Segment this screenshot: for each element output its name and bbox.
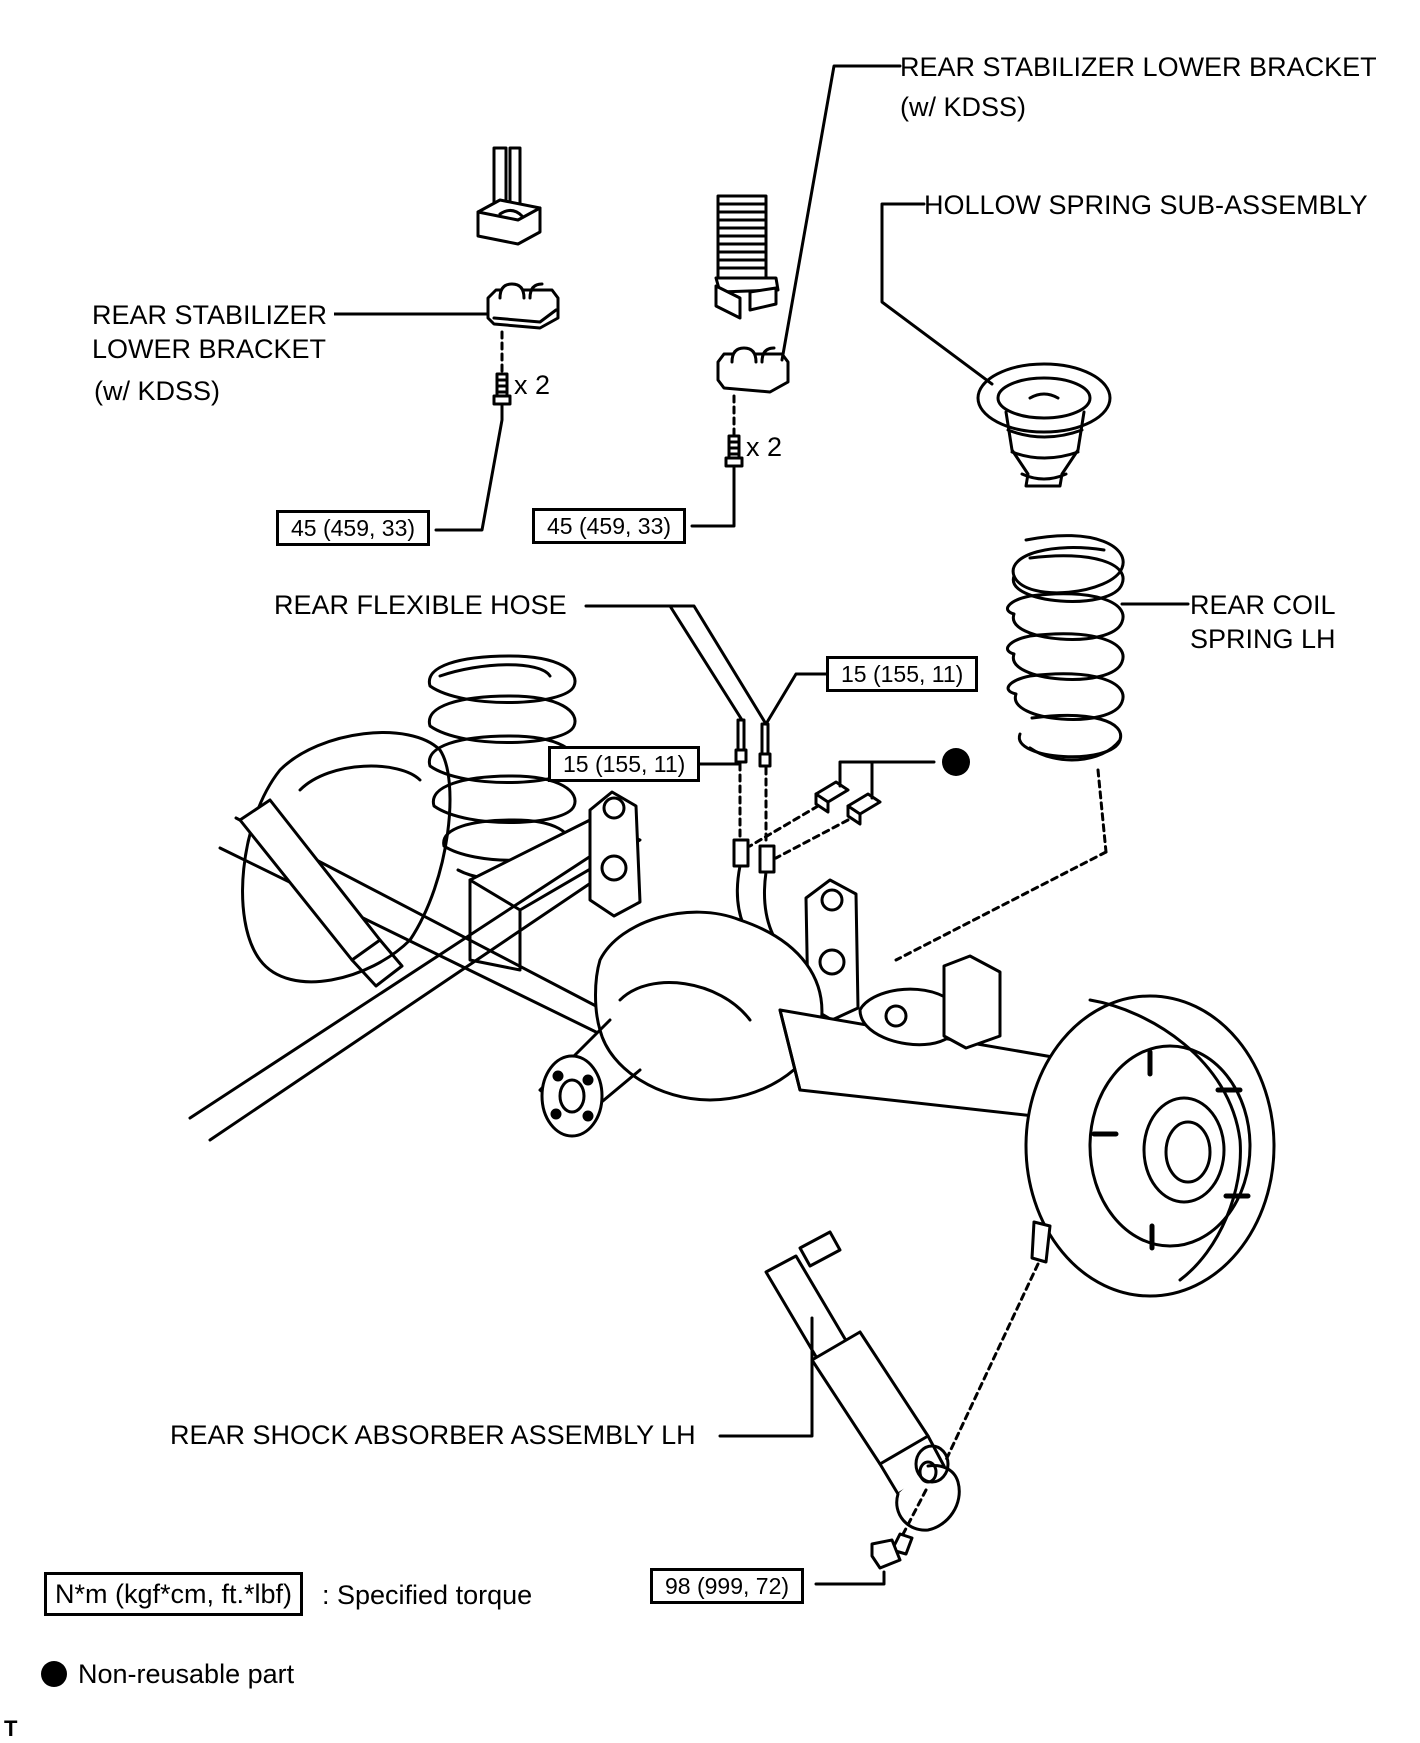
bolt-right (724, 434, 744, 468)
label-stabilizer-bracket-left-2: LOWER BRACKET (92, 334, 327, 364)
non-reusable-legend-icon (41, 1661, 67, 1687)
bolt-left (492, 372, 512, 406)
non-reusable-marker-icon (942, 748, 970, 776)
torque-shock-bolt: 98 (999, 72) (650, 1568, 805, 1604)
label-rear-flexible-hose: REAR FLEXIBLE HOSE (274, 590, 567, 620)
quantity-right: x 2 (746, 432, 783, 462)
label-hollow-spring: HOLLOW SPRING SUB-ASSEMBLY (924, 190, 1368, 220)
legend-torque-units: N*m (kgf*cm, ft.*lbf) (44, 1572, 304, 1616)
stabilizer-link-right (714, 194, 780, 320)
axle-housing (188, 654, 1276, 1298)
label-stabilizer-bracket-right-2: (w/ KDSS) (900, 92, 1027, 122)
label-stabilizer-bracket-right-1: REAR STABILIZER LOWER BRACKET (900, 52, 1377, 82)
shock-bolt (870, 1532, 914, 1570)
rear-coil-spring-exploded (1006, 534, 1125, 762)
label-rear-coil-spring-2: SPRING LH (1190, 624, 1336, 654)
torque-stabilizer-bolt-left: 45 (459, 33) (276, 510, 431, 546)
corner-mark: T (4, 1716, 18, 1741)
torque-stabilizer-bolt-right: 45 (459, 33) (532, 508, 687, 544)
torque-hose-upper: 15 (155, 11) (826, 656, 979, 692)
hollow-spring (976, 362, 1112, 488)
label-stabilizer-bracket-left-1: REAR STABILIZER (92, 300, 328, 330)
stabilizer-link-left (476, 146, 542, 246)
legend-torque-description: : Specified torque (322, 1580, 533, 1610)
label-rear-shock-absorber: REAR SHOCK ABSORBER ASSEMBLY LH (170, 1420, 696, 1450)
legend-non-reusable: Non-reusable part (78, 1659, 295, 1689)
stabilizer-bracket-right (716, 346, 790, 394)
stabilizer-bracket-left (486, 282, 560, 330)
rear-shock-absorber (764, 1230, 961, 1532)
label-stabilizer-bracket-left-3: (w/ KDSS) (94, 376, 221, 406)
torque-hose-lower: 15 (155, 11) (548, 746, 701, 782)
quantity-left: x 2 (514, 370, 551, 400)
label-rear-coil-spring-1: REAR COIL (1190, 590, 1336, 620)
